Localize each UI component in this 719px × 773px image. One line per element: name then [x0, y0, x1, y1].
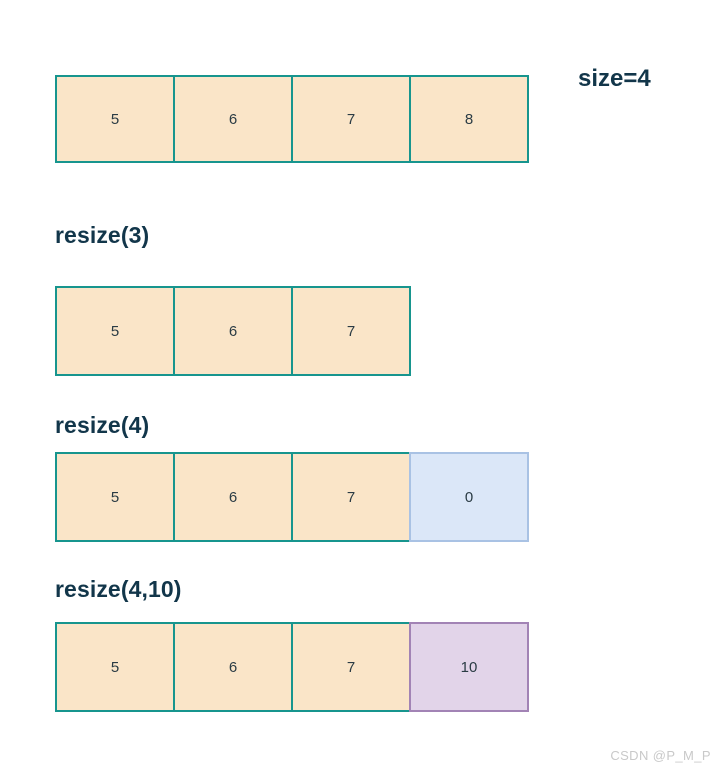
array-cell: 10: [409, 622, 529, 712]
array-cell: 6: [173, 75, 293, 163]
array-cell: 8: [409, 75, 529, 163]
array-cell: 7: [291, 452, 411, 542]
array-cell: 5: [55, 75, 175, 163]
array-cell: 6: [173, 452, 293, 542]
array-cell: 5: [55, 622, 175, 712]
operation-label-resize-4-10: resize(4,10): [55, 576, 182, 602]
watermark: CSDN @P_M_P: [610, 748, 711, 763]
size-label: size=4: [578, 65, 651, 92]
array-cell: 7: [291, 75, 411, 163]
array-cell: 5: [55, 286, 175, 376]
array-cell: 5: [55, 452, 175, 542]
operation-label-resize-3: resize(3): [55, 222, 150, 248]
array-cell: 6: [173, 286, 293, 376]
array-cell: 0: [409, 452, 529, 542]
array-cell: 6: [173, 622, 293, 712]
array-cell: 7: [291, 622, 411, 712]
operation-label-resize-4: resize(4): [55, 412, 150, 438]
array-cell: 7: [291, 286, 411, 376]
